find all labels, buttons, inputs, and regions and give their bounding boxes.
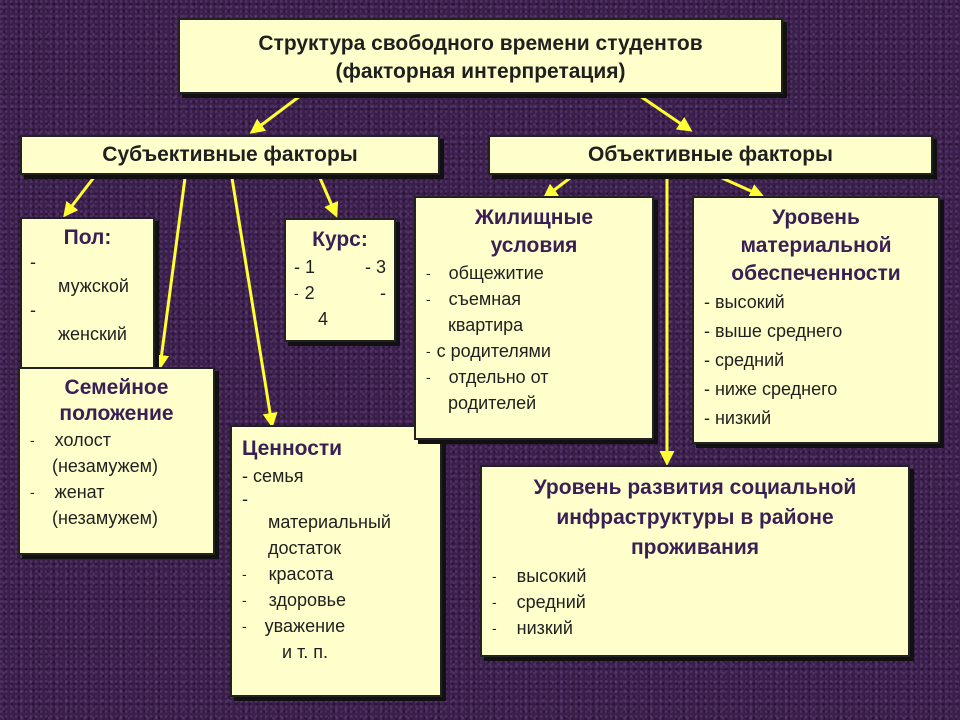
housing-box: Жилищные условия - общежитие - съемная ква…: [414, 196, 654, 440]
housing-dash-1: -: [426, 265, 431, 281]
infra-item-mid: средний: [516, 592, 586, 612]
values-header: Ценности: [242, 437, 343, 460]
arrow-subjective-to-course: [318, 177, 339, 218]
values-box: Ценности - семья - материальный достаток…: [230, 425, 442, 697]
course-dash-4: -: [380, 283, 386, 303]
housing-dash-3: -: [426, 343, 431, 359]
values-item-family: - семья: [242, 466, 304, 486]
objective-factors-label: Объективные факторы: [588, 143, 833, 166]
material-item-high: - высокий: [704, 292, 785, 312]
housing-item-dorm: общежитие: [448, 263, 544, 283]
course-item-4: 4: [318, 309, 329, 329]
arrow-objective-to-housing: [542, 176, 571, 199]
infra-item-mid-row: - средний: [492, 589, 898, 615]
values-item-material-2: достаток: [268, 538, 342, 558]
objective-factors-box: Объективные факторы: [488, 135, 933, 175]
gender-box: Пол: - мужской - женский: [20, 217, 155, 377]
subjective-factors-label: Субъективные факторы: [102, 143, 358, 166]
course-line-2: -2 -: [294, 280, 386, 306]
course-item-3: - 3: [364, 257, 386, 277]
values-item-respect: уважение: [264, 616, 346, 636]
arrow-subjective-to-values: [230, 177, 278, 428]
arrow-subjective-to-family: [154, 177, 187, 370]
housing-header-1: Жилищные: [474, 206, 594, 229]
housing-item-dorm-row: - общежитие: [426, 260, 642, 286]
values-dash-4: -: [242, 592, 247, 608]
material-item-low: - низкий: [704, 408, 772, 428]
infra-header-3: проживания: [630, 536, 760, 559]
material-item-below-avg: - ниже среднего: [704, 379, 838, 399]
family-dash-1: -: [30, 432, 35, 448]
course-dash-2: -: [294, 285, 299, 301]
values-item-etc: и т. п.: [282, 642, 329, 662]
family-dash-2: -: [30, 484, 35, 500]
arrow-subjective-to-gender: [63, 175, 97, 218]
material-header-3: обеспеченности: [731, 262, 901, 285]
housing-item-separate: отдельно от: [448, 367, 549, 387]
housing-item-parents: с родителями: [436, 341, 551, 361]
values-item-health: здоровье: [268, 590, 347, 610]
values-item-respect-row: - уважение: [242, 613, 430, 639]
family-item-single: холост: [54, 430, 112, 450]
title-line-1: Структура свободного времени студентов: [258, 32, 703, 55]
infra-dash-2: -: [492, 594, 497, 610]
values-item-beauty: красота: [268, 564, 334, 584]
infra-header-2: инфраструктуры в районе: [556, 506, 834, 529]
title-box: Структура свободного времени студентов (…: [178, 18, 783, 94]
housing-dash-2: -: [426, 291, 431, 307]
material-header-2: материальной: [740, 234, 892, 257]
course-header: Курс:: [312, 228, 368, 251]
housing-header-2: условия: [490, 234, 578, 257]
housing-item-parents-row: -с родителями: [426, 338, 642, 364]
course-line-2-left: -2: [294, 280, 315, 306]
material-header-1: Уровень: [772, 206, 860, 229]
family-item-1b: (незамужем): [52, 456, 159, 476]
course-box: Курс: - 1 - 3 -2 - 4: [284, 218, 396, 342]
family-item-1a: - холост: [30, 427, 203, 453]
values-item-health-row: - здоровье: [242, 587, 430, 613]
values-dash-2: -: [242, 489, 248, 509]
housing-item-rent-row: - съемная: [426, 286, 642, 312]
course-line-1: - 1 - 3: [294, 254, 386, 280]
gender-dash-2: -: [30, 300, 36, 320]
family-status-box: Семейное положение - холост (незамужем) -…: [18, 367, 215, 555]
infra-item-high-row: - высокий: [492, 563, 898, 589]
gender-item-male: мужской: [58, 276, 129, 296]
gender-header: Пол:: [63, 226, 112, 249]
gender-dash-1: -: [30, 252, 36, 272]
arrow-objective-to-material: [721, 176, 765, 198]
infra-dash-3: -: [492, 620, 497, 636]
infra-header-1: Уровень развития социальной: [533, 476, 857, 499]
family-item-2a: - женат: [30, 479, 203, 505]
housing-item-separate-row: - отдельно от: [426, 364, 642, 390]
material-item-above-avg: - выше среднего: [704, 321, 843, 341]
housing-item-rent: съемная: [448, 289, 522, 309]
family-item-2b: (незамужем): [52, 508, 159, 528]
course-item-1: - 1: [294, 257, 316, 277]
housing-dash-4: -: [426, 369, 431, 385]
housing-item-separate-2: родителей: [448, 393, 537, 413]
family-item-married: женат: [54, 482, 105, 502]
arrow-title-to-subjective: [249, 94, 301, 134]
title-line-2: (факторная интерпретация): [335, 60, 626, 83]
infrastructure-box: Уровень развития социальной инфраструкту…: [480, 465, 910, 657]
infra-item-low-row: - низкий: [492, 615, 898, 641]
housing-item-rent-2: квартира: [448, 315, 524, 335]
infra-dash-1: -: [492, 568, 497, 584]
subjective-factors-box: Субъективные факторы: [20, 135, 440, 175]
gender-item-female: женский: [58, 324, 127, 344]
family-header-2: положение: [59, 402, 174, 425]
infra-item-high: высокий: [516, 566, 587, 586]
values-item-beauty-row: - красота: [242, 561, 430, 587]
arrow-title-to-objective: [639, 94, 693, 132]
course-item-2: 2: [304, 283, 315, 303]
values-dash-5: -: [242, 618, 247, 634]
values-item-material-1: материальный: [268, 512, 391, 532]
material-item-avg: - средний: [704, 350, 785, 370]
family-header-1: Семейное: [64, 376, 169, 399]
infra-item-low: низкий: [516, 618, 573, 638]
material-box: Уровень материальной обеспеченности - вы…: [692, 196, 940, 444]
values-dash-3: -: [242, 566, 247, 582]
